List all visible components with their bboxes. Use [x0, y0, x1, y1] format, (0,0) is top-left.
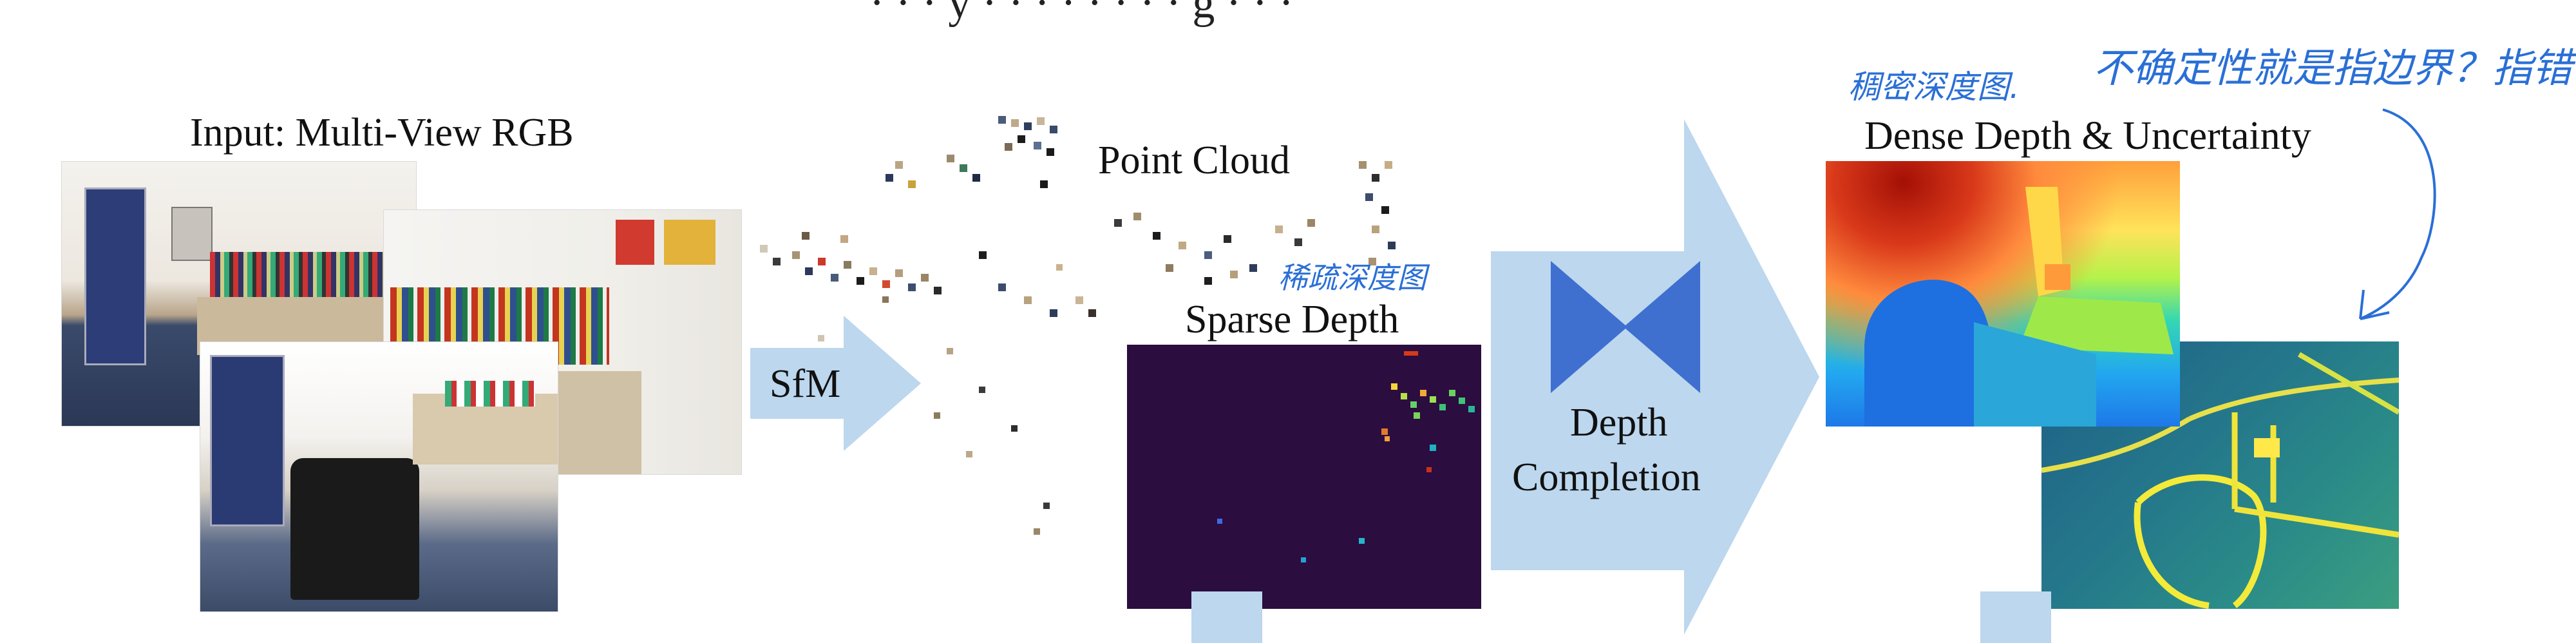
dense-depth-label: Dense Depth & Uncertainty: [1864, 114, 2311, 158]
sfm-label: SfM: [770, 362, 841, 406]
network-icon: [1551, 261, 1700, 393]
uncertainty-annotation: 不确定性就是指边界？指错？: [2093, 44, 2576, 91]
dense-depth-shapes: [1864, 187, 2174, 427]
sparse-depth-points: [1217, 351, 1475, 562]
depth-completion-arrow: [1491, 119, 1819, 635]
input-label: Input: Multi-View RGB: [190, 111, 574, 155]
chair: [290, 458, 419, 600]
uncertainty-edges: [2041, 352, 2399, 609]
input-photo-1: [61, 161, 417, 427]
dense-depth-map: [1826, 161, 2180, 427]
poster-blue: [664, 220, 715, 265]
depth-completion-label-1: Depth: [1570, 401, 1668, 445]
shelf-books: [210, 252, 384, 297]
sparse-depth-map: [1127, 345, 1481, 609]
input-photo-3: [200, 341, 558, 612]
door: [84, 187, 146, 365]
desk-items: [445, 381, 535, 407]
dense-annotation: 稠密深度图.: [1848, 68, 2020, 106]
poster-red: [616, 220, 654, 265]
cropped-title: · · · y · · · · · · · · g · · ·: [869, 0, 1294, 28]
sparse-arrow-stub: [1191, 591, 1262, 643]
depth-completion-label-2: Completion: [1512, 456, 1701, 499]
sparse-depth-label: Sparse Depth: [1185, 298, 1399, 341]
point-cloud-label: Point Cloud: [1098, 139, 1291, 182]
point-cloud-points: [760, 116, 1396, 535]
poster: [171, 207, 213, 261]
annotation-arrow: [2359, 108, 2436, 320]
dense-arrow-stub: [1980, 591, 2051, 643]
door-2: [210, 355, 285, 526]
sparse-annotation: 稀疏深度图: [1278, 260, 1426, 295]
sfm-arrow: [750, 316, 921, 451]
point-cloud: [760, 116, 1396, 535]
